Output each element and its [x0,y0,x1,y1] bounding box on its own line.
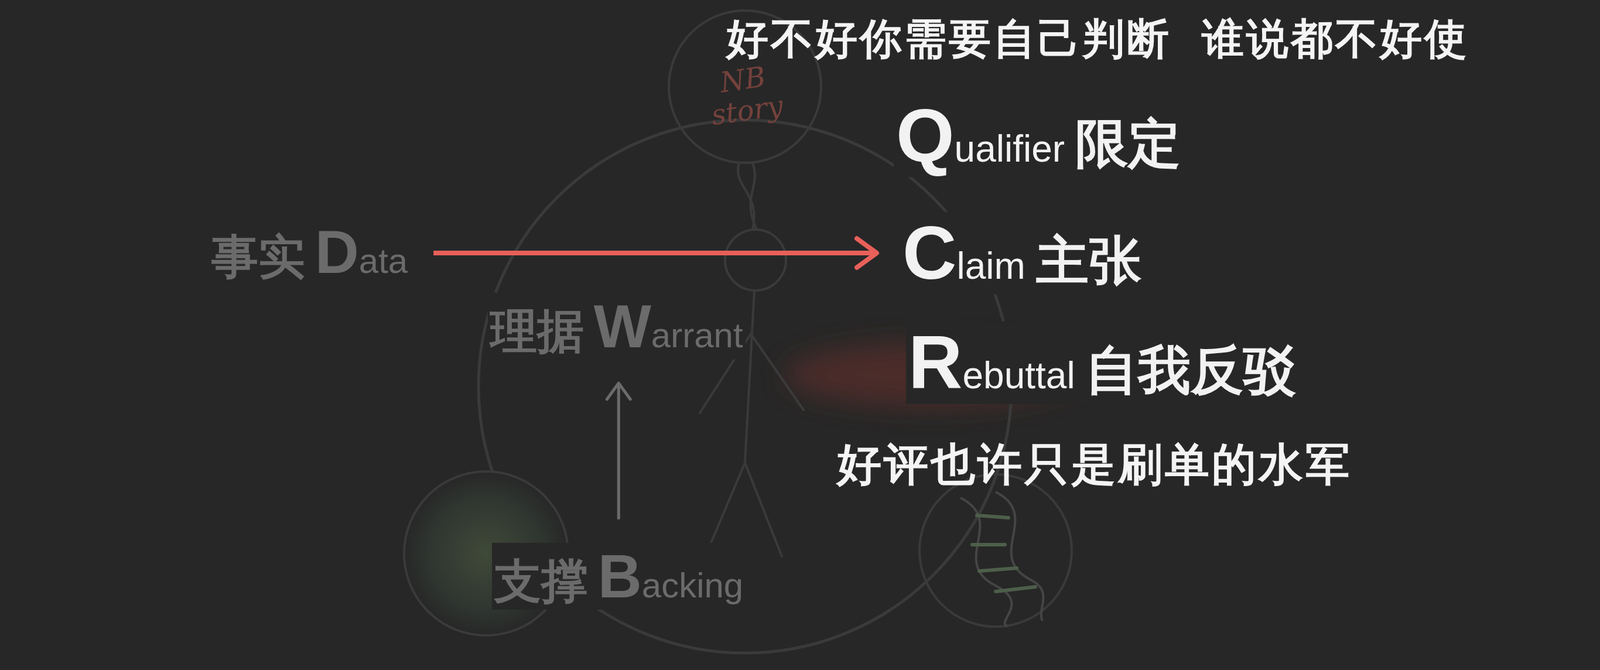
dna-strands [960,491,1044,627]
text-run: ebuttal [962,354,1086,397]
text-run: acking [641,565,744,605]
term-text: Qualifier 限定 [893,94,1184,178]
dna-circle [919,474,1072,627]
figure-head [725,229,786,291]
qualifier-term: Qualifier 限定 [870,89,1207,184]
bubble-stem [737,162,757,230]
text-run: arrant [651,315,744,355]
text-run: 事实 [211,230,306,283]
text-run: 理据 [490,305,584,358]
subtitle-top: 好不好你需要自己判断 谁说都不好使 [726,14,1469,64]
connector-arrow [433,238,877,268]
initial-letter: R [908,320,963,405]
data-term: 事实 Data [185,195,434,309]
term-text: 事实 Data [209,218,410,286]
connector-line [433,250,877,256]
rebuttal-term: Rebuttal 自我反驳 [882,315,1322,410]
text-run [587,565,598,605]
text-run: 主张 [1036,231,1142,290]
warrant-term: 理据 Warrant [464,269,769,384]
sketch-watermark: NB story [693,57,796,133]
text-run [305,241,316,281]
text-run [583,315,594,355]
text-run: 自我反驳 [1085,340,1297,400]
subtitle-bottom: 好评也许只是刷单的水军 [836,438,1353,490]
claim-term: Claim 主张 [876,206,1168,301]
initial-letter: B [597,542,642,611]
outer-circle [478,120,1012,654]
initial-letter: W [593,292,652,361]
initial-letter: C [902,210,957,295]
connector-arrow [606,383,631,520]
term-text: Rebuttal 自我反驳 [906,321,1299,405]
initial-letter: D [315,217,360,286]
connector-line [617,383,621,520]
arrow-head [856,238,877,268]
text-run: ata [359,241,408,281]
backing-term: 支撑 Backing [468,519,769,634]
text-run: 限定 [1075,114,1181,173]
term-text: Claim 主张 [900,212,1144,295]
initial-letter: Q [896,93,955,178]
text-run: ualifier [954,127,1076,170]
term-text: 支撑 Backing [491,542,746,610]
dna-rungs [972,515,1036,592]
text-run: laim [956,244,1036,287]
text-run: 支撑 [494,555,588,608]
term-text: 理据 Warrant [487,292,746,360]
arrow-head [606,383,631,400]
